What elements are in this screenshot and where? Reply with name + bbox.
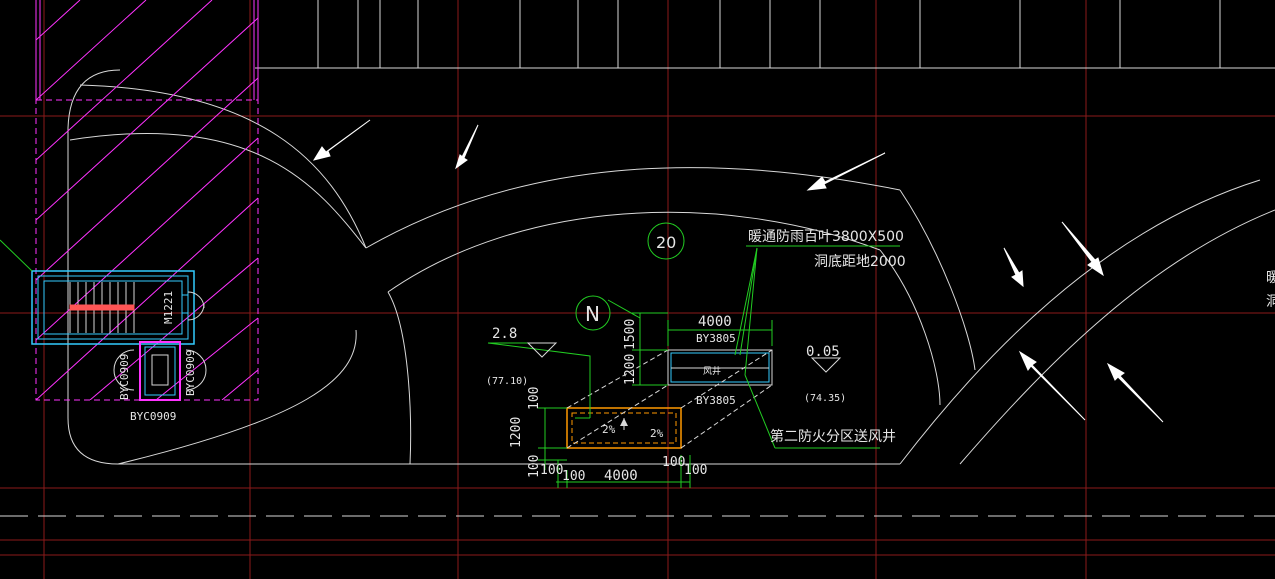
- annotations: 20 N 暖通防雨百叶3800X500 洞底距地2000 第二防火分区送风井 风…: [118, 229, 1275, 484]
- dim-100-b: 100: [562, 469, 585, 484]
- north-marker: N: [585, 302, 600, 326]
- ramp-curves: [0, 69, 1275, 517]
- dim-100-c: 100: [662, 455, 685, 470]
- arrow-icon: [1003, 247, 1024, 288]
- arrow-icon: [1061, 221, 1104, 277]
- window-label-bottom: BYC0909: [130, 410, 176, 423]
- dim-top: 4000: [698, 314, 732, 330]
- arrow-icon: [1018, 350, 1086, 421]
- dim-1500: 1500: [623, 319, 638, 350]
- louver-top: BY3805: [696, 332, 736, 345]
- building-edge-top: [255, 0, 1275, 69]
- shaft-note: 第二防火分区送风井: [770, 428, 896, 445]
- dim-1200-left: 1200: [509, 417, 524, 448]
- dim-100-a: 100: [540, 463, 563, 478]
- dim-100-e: 100: [527, 387, 542, 410]
- louver-bottom: BY3805: [696, 394, 736, 407]
- leader-lines: [487, 245, 900, 488]
- elevation-markers: [526, 342, 842, 373]
- elev-right: 0.05: [806, 344, 840, 360]
- dim-100-f: 100: [527, 455, 542, 478]
- lower-pit: [566, 349, 773, 449]
- air-shaft: [667, 349, 773, 386]
- window-label-right: BYC0909: [184, 350, 197, 396]
- arrow-icon: [806, 152, 886, 191]
- edge-char-1: 暖: [1266, 270, 1275, 286]
- arrow-icon: [1106, 362, 1164, 423]
- elev-left: 2.8: [492, 326, 517, 342]
- slope-arrows: [312, 119, 1164, 423]
- dim-1200-top: 1200: [623, 354, 638, 385]
- circle-number: 20: [656, 233, 676, 252]
- slope-a: 2%: [602, 423, 616, 436]
- dim-bottom: 4000: [604, 468, 638, 484]
- vent-note-line1: 暖通防雨百叶3800X500: [748, 229, 904, 245]
- edge-char-2: 洞: [1266, 294, 1275, 310]
- dim-100-d: 100: [684, 463, 707, 478]
- elev-left-sub: (77.10): [486, 376, 528, 387]
- circle-markers: [575, 222, 685, 331]
- arrow-icon: [312, 119, 371, 161]
- slope-b: 2%: [650, 427, 664, 440]
- stair-core: [0, 239, 207, 401]
- arrow-icon: [455, 124, 479, 170]
- shaft-label: 风井: [703, 365, 721, 377]
- elev-right-sub: (74.35): [804, 393, 846, 404]
- hatched-building: [35, 0, 259, 401]
- vent-note-line2: 洞底距地2000: [814, 254, 906, 270]
- window-label-left: BYC0909: [118, 354, 131, 400]
- door-label: M1221: [162, 291, 175, 324]
